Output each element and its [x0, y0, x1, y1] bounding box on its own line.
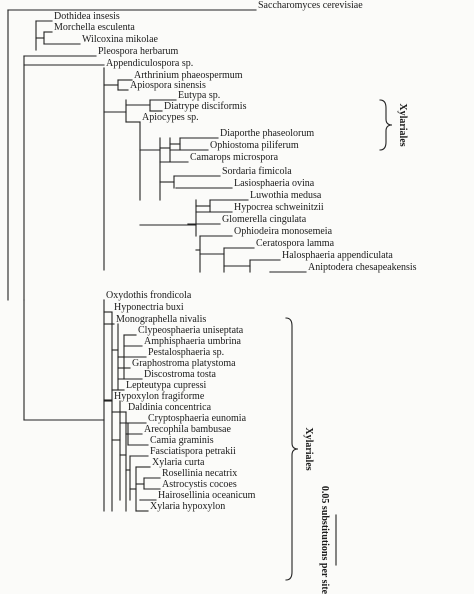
taxon-label: Lasiosphaeria ovina — [234, 178, 315, 189]
upper-clade-bracket — [379, 99, 393, 151]
taxon-label: Pleospora herbarum — [98, 46, 178, 57]
taxon-label: Sordaria fimicola — [222, 166, 292, 177]
taxon-label: Camarops microspora — [190, 152, 279, 163]
taxon-label: Amphisphaeria umbrina — [144, 336, 241, 347]
taxon-label: Camia graminis — [150, 435, 214, 446]
taxon-label: Wilcoxina mikolae — [82, 34, 159, 45]
taxon-label: Morchella esculenta — [54, 22, 135, 33]
taxon-label: Cryptosphaeria eunomia — [148, 413, 247, 424]
lower-clade-bracket — [285, 317, 299, 581]
scale-bar: 0.05 substitutions per site — [319, 486, 337, 594]
taxon-label: Astrocystis cocoes — [162, 479, 237, 490]
taxon-label: Clypeosphaeria uniseptata — [138, 325, 244, 336]
taxon-label: Pestalosphaeria sp. — [148, 347, 224, 358]
taxon-label: Glomerella cingulata — [222, 214, 307, 225]
taxon-label: Diaporthe phaseolorum — [220, 128, 314, 139]
taxon-label: Luwothia medusa — [250, 190, 322, 201]
taxon-label: Hypoxylon fragiforme — [114, 391, 205, 402]
tree-branches — [7, 9, 307, 512]
scale-bar-label: 0.05 substitutions per site — [319, 486, 330, 594]
taxon-label: Aniptodera chesapeakensis — [308, 262, 417, 273]
taxon-label: Appendiculospora sp. — [106, 58, 193, 69]
taxon-label: Fasciatispora petrakii — [150, 446, 236, 457]
taxon-label: Arecophila bambusae — [144, 424, 231, 435]
taxon-label: Ophiodeira monosemeia — [234, 226, 333, 237]
taxon-label: Rosellinia necatrix — [162, 468, 237, 479]
taxon-label: Saccharomyces cerevisiae — [258, 0, 363, 11]
taxon-label: Ceratospora lamma — [256, 238, 335, 249]
taxon-label: Hairosellinia oceanicum — [158, 490, 256, 501]
taxon-label: Diatrype disciformis — [164, 101, 247, 112]
taxon-label: Oxydothis frondicola — [106, 290, 192, 301]
taxon-label: Lepteutypa cupressi — [126, 380, 206, 391]
taxon-label: Halosphaeria appendiculata — [282, 250, 393, 261]
taxon-label: Arthrinium phaeospermum — [134, 70, 243, 81]
taxon-label: Discostroma tosta — [144, 369, 216, 380]
taxon-label: Hyponectria buxi — [114, 302, 184, 313]
taxon-label: Daldinia concentrica — [128, 402, 212, 413]
upper-clade-label: Xylariales — [397, 103, 408, 146]
taxon-label: Hypocrea schweinitzii — [234, 202, 324, 213]
taxon-label: Apiospora sinensis — [130, 80, 206, 91]
taxon-label: Xylaria curta — [152, 457, 205, 468]
taxon-label: Xylaria hypoxylon — [150, 501, 225, 512]
taxon-label: Eutypa sp. — [178, 90, 220, 101]
taxon-label: Ophiostoma piliferum — [210, 140, 299, 151]
lower-clade-label: Xylariales — [303, 427, 314, 470]
taxon-label: Graphostroma platystoma — [132, 358, 236, 369]
taxon-label: Dothidea insesis — [54, 11, 120, 22]
taxon-label: Apiocypes sp. — [142, 112, 199, 123]
taxon-label: Monographella nivalis — [116, 314, 206, 325]
